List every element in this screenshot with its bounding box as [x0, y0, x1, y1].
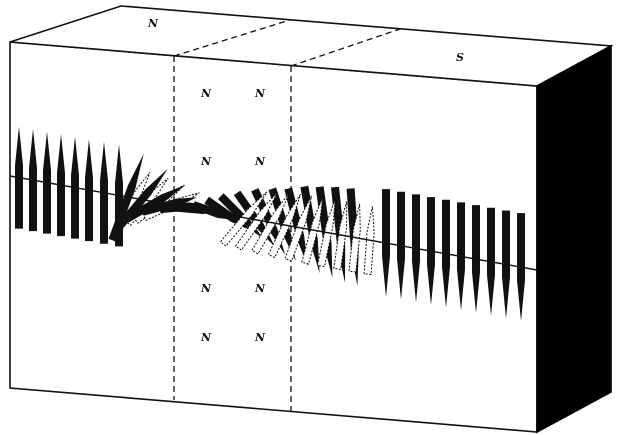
top-right-pole-label: S — [456, 51, 464, 64]
spin-arrow — [301, 197, 324, 265]
wall-right-top — [290, 28, 401, 67]
spin-arrow — [219, 191, 268, 247]
wall-region-labels: N N N N N N N N — [200, 87, 266, 344]
wall-label: N — [200, 87, 212, 100]
wall-label: N — [254, 87, 266, 100]
spin-arrow — [108, 153, 144, 242]
axis-line — [9, 175, 538, 271]
wall-label: N — [200, 331, 212, 344]
wall-label: N — [200, 282, 212, 295]
spin-arrow — [267, 194, 301, 259]
wall-label: N — [254, 331, 266, 344]
wall-label: N — [254, 155, 266, 168]
spin-arrow — [284, 195, 313, 262]
wall-label: N — [200, 155, 212, 168]
top-left-pole-label: N — [147, 17, 159, 30]
wall-label: N — [254, 282, 266, 295]
wall-left-top — [173, 19, 291, 57]
spin-arrow — [251, 192, 290, 255]
spin-arrow — [124, 185, 186, 223]
spin-arrow — [234, 192, 278, 251]
right-face — [536, 44, 612, 434]
